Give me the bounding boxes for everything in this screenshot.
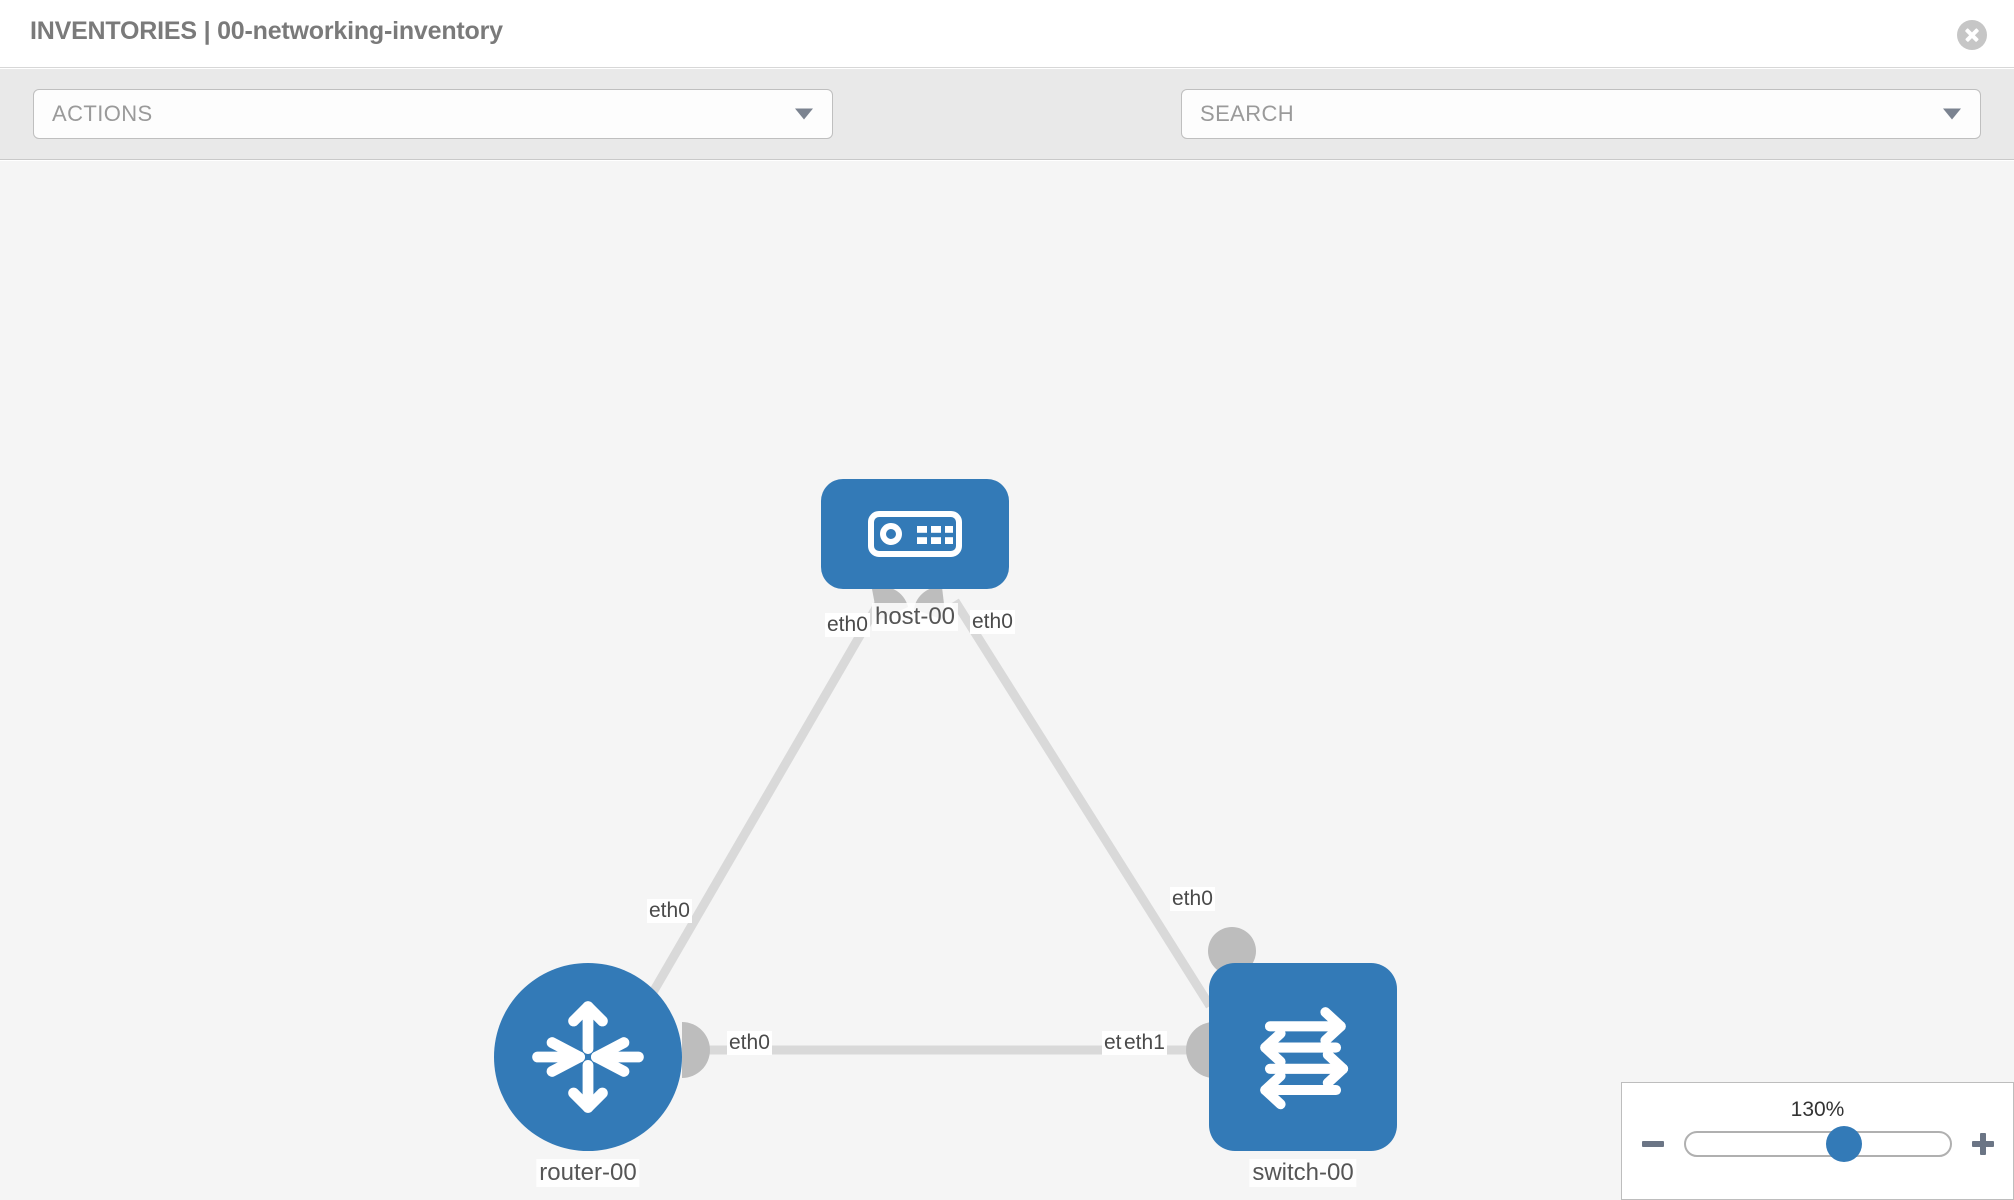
connector-router-right <box>682 1022 710 1078</box>
zoom-slider[interactable] <box>1683 1126 1952 1162</box>
switch-icon <box>1260 1007 1349 1110</box>
actions-dropdown-label: ACTIONS <box>52 101 153 126</box>
chevron-down-icon <box>1943 108 1961 120</box>
close-icon[interactable] <box>1957 20 1987 50</box>
breadcrumb: INVENTORIES | 00-networking-inventory <box>30 17 503 45</box>
iface-label-router-up: eth0 <box>647 899 692 923</box>
iface-label-switch-up: eth0 <box>1170 887 1215 911</box>
link-connectors <box>682 586 1256 1078</box>
connector-switch-left <box>1186 1022 1214 1078</box>
zoom-slider-row <box>1622 1126 2013 1162</box>
search-placeholder: SEARCH <box>1200 101 1295 126</box>
link-router-host <box>641 598 884 1009</box>
node-switch-00-shape[interactable] <box>1209 963 1397 1151</box>
iface-label-router-right: eth0 <box>727 1031 772 1055</box>
page-header: INVENTORIES | 00-networking-inventory <box>0 0 2014 68</box>
zoom-in-icon[interactable] <box>1970 1131 1996 1157</box>
topology-canvas[interactable]: eth0 eth0 eth0 eth0 eth0 eth0 eth1 <box>0 161 2014 1200</box>
search-input[interactable]: SEARCH <box>1181 89 1981 139</box>
server-icon <box>868 511 962 557</box>
iface-label-switch-left: eth1 <box>1122 1031 1167 1055</box>
node-host-00-label: host-00 <box>871 603 959 631</box>
zoom-slider-thumb[interactable] <box>1825 1126 1862 1162</box>
iface-label-host-right: eth0 <box>970 610 1015 634</box>
topology-links-layer <box>641 586 1256 1078</box>
node-router-00-shape[interactable] <box>494 963 682 1151</box>
zoom-control-panel: 130% <box>1621 1082 2014 1200</box>
zoom-level-label: 130% <box>1790 1098 1845 1121</box>
link-host-switch <box>951 598 1214 1009</box>
chevron-down-icon <box>795 108 813 120</box>
actions-dropdown[interactable]: ACTIONS <box>33 89 833 139</box>
node-switch-00-label: switch-00 <box>1249 1159 1357 1187</box>
toolbar: ACTIONS SEARCH <box>0 69 2014 202</box>
iface-label-host-left: eth0 <box>825 613 870 637</box>
router-icon <box>532 1001 644 1113</box>
zoom-out-icon[interactable] <box>1640 1131 1666 1157</box>
node-router-00-label: router-00 <box>536 1159 640 1187</box>
node-host-00-shape[interactable] <box>821 479 1009 589</box>
